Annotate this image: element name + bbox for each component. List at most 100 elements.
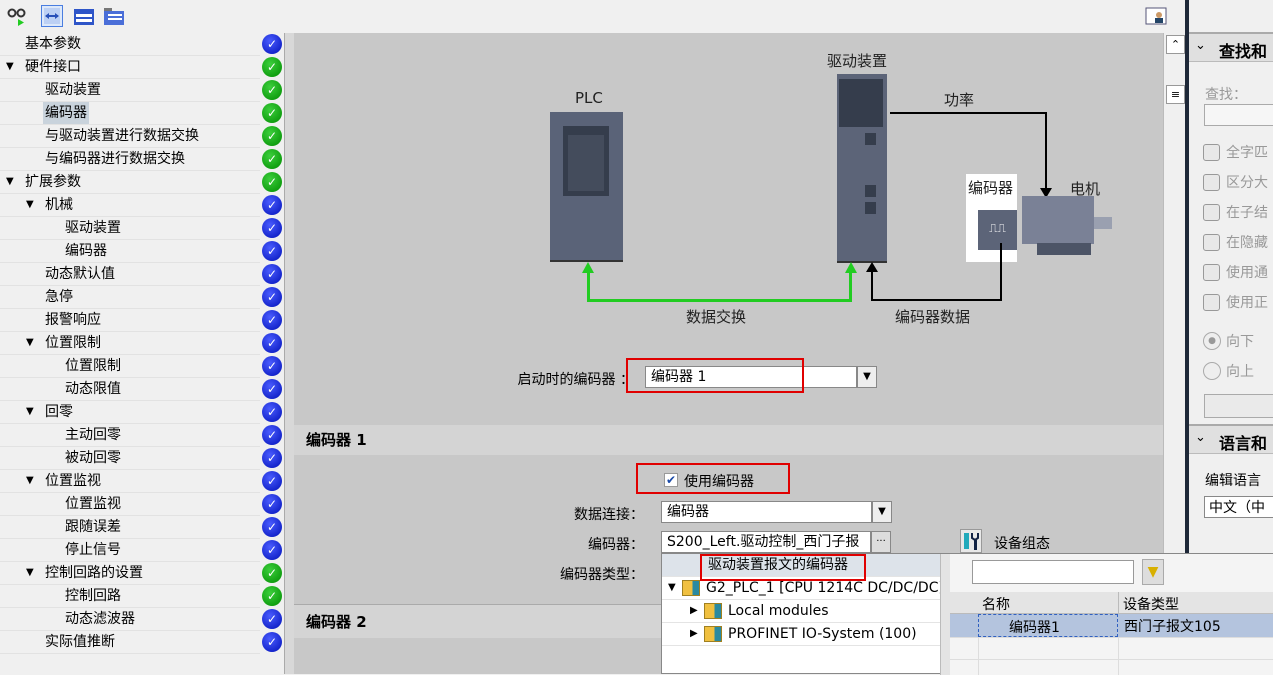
tree-item[interactable]: ▼ 回零 [0, 401, 260, 424]
option-checkbox[interactable] [1203, 234, 1220, 251]
device-config-icon[interactable] [960, 529, 982, 553]
expand-arrow-icon[interactable]: ▼ [26, 337, 34, 348]
tree-item[interactable]: 与驱动装置进行数据交换 [0, 125, 260, 148]
tree-item[interactable]: 停止信号 [0, 539, 260, 562]
option-checkbox[interactable] [1203, 294, 1220, 311]
fit-width-icon[interactable] [41, 5, 63, 27]
expand-arrow-icon[interactable]: ▼ [26, 406, 34, 417]
tree-item[interactable]: ▼ 机械 [0, 194, 260, 217]
edit-language-select[interactable]: 中文（中 [1204, 496, 1273, 518]
tree-item-label: 控制回路 [65, 588, 121, 604]
option-checkbox[interactable] [1203, 204, 1220, 221]
tree-item-label: 机械 [45, 197, 73, 213]
glasses-play-icon[interactable] [6, 5, 28, 27]
popup-tree-item[interactable]: 驱动装置报文的编码器 [662, 554, 940, 577]
data-exchange-label: 数据交换 [686, 308, 747, 326]
scroll-thumb[interactable]: ≡ [1166, 85, 1185, 104]
option-checkbox[interactable] [1203, 264, 1220, 281]
tree-item[interactable]: ▼位置限制 [0, 332, 260, 355]
direction-label: 向上 [1226, 364, 1254, 380]
option-label: 全字匹 [1226, 145, 1268, 161]
status-ok-blue-icon: ✓ [262, 425, 282, 445]
tree-item[interactable]: ▼扩展参数 [0, 171, 260, 194]
tree-item[interactable]: 急停 [0, 286, 260, 309]
direction-radio[interactable]: ● [1203, 332, 1221, 350]
status-ok-blue-icon: ✓ [262, 218, 282, 238]
tree-item[interactable]: 驱动装置 [0, 79, 260, 102]
tree-item[interactable]: 驱动装置 [0, 217, 260, 240]
expand-arrow-icon[interactable]: ▶ [690, 605, 698, 616]
find-button[interactable] [1204, 394, 1273, 418]
data-connection-select[interactable]: 编码器 [661, 501, 872, 523]
data-connection-label: 数据连接： [574, 507, 644, 523]
tree-item[interactable]: 位置限制 [0, 355, 260, 378]
table-row[interactable]: 编码器1 西门子报文105 [950, 614, 1273, 637]
tree-item[interactable]: 动态限值 [0, 378, 260, 401]
option-checkbox[interactable] [1203, 174, 1220, 191]
expand-arrow-icon[interactable]: ▼ [6, 61, 14, 72]
module-folder-icon [704, 603, 722, 619]
expand-arrow-icon[interactable]: ▼ [6, 176, 14, 187]
popup-tree-item[interactable]: ▶Local modules [662, 600, 940, 623]
scroll-up-icon[interactable]: ⌃ [1166, 35, 1185, 54]
find-input[interactable] [1204, 104, 1273, 126]
encoder-select-popup: 驱动装置报文的编码器▼G2_PLC_1 [CPU 1214C DC/DC/DC]… [661, 553, 1273, 675]
filter-icon[interactable]: ▼ [1142, 559, 1164, 585]
chevron-down-icon[interactable]: ▼ [857, 366, 877, 388]
user-screen-icon[interactable] [1145, 5, 1167, 27]
collapse-folder-icon[interactable] [103, 5, 125, 27]
use-encoder-checkbox[interactable]: ✔ [664, 473, 678, 487]
plc-device-image [550, 112, 623, 262]
popup-tree-item[interactable]: ▶PROFINET IO-System (100) [662, 623, 940, 646]
tree-item[interactable]: 与编码器进行数据交换 [0, 148, 260, 171]
tree-item[interactable]: 位置监视 [0, 493, 260, 516]
tree-item-label: 回零 [45, 404, 73, 420]
column-header-name[interactable]: 名称 [982, 597, 1010, 613]
popup-tree-item[interactable]: ▼G2_PLC_1 [CPU 1214C DC/DC/DC] [662, 577, 944, 600]
device-config-link[interactable]: 设备组态 [994, 536, 1050, 552]
tree-item[interactable]: 动态滤波器 [0, 608, 260, 631]
tree-item[interactable]: 实际值推断 [0, 631, 260, 654]
find-replace-header[interactable]: ⌄ 查找和 [1189, 32, 1273, 62]
tree-item[interactable]: 控制回路 [0, 585, 260, 608]
tree-item[interactable]: 基本参数 [0, 33, 260, 56]
encoder-field[interactable]: S200_Left.驱动控制_西门子报 [661, 531, 871, 553]
startup-encoder-select[interactable]: 编码器 1 [645, 366, 857, 388]
expand-arrow-icon[interactable]: ▶ [690, 628, 698, 639]
plc-label: PLC [575, 89, 603, 107]
status-ok-blue-icon: ✓ [262, 494, 282, 514]
option-checkbox[interactable] [1203, 144, 1220, 161]
direction-radio[interactable] [1203, 362, 1221, 380]
tree-item[interactable]: 编码器 [0, 240, 260, 263]
tree-item-label: 动态限值 [65, 381, 121, 397]
vertical-scrollbar[interactable]: ⌃ ≡ [1163, 33, 1185, 674]
edit-language-label: 编辑语言 [1205, 473, 1261, 489]
expand-arrow-icon[interactable]: ▼ [26, 567, 34, 578]
status-ok-green-icon: ✓ [262, 57, 282, 77]
tree-item[interactable]: 跟随误差 [0, 516, 260, 539]
tree-item[interactable]: 报警响应 [0, 309, 260, 332]
encoder-type-label: 编码器类型： [560, 567, 644, 583]
tree-item[interactable]: ▼位置监视 [0, 470, 260, 493]
expand-arrow-icon[interactable]: ▼ [26, 475, 34, 486]
expand-folder-icon[interactable] [73, 5, 95, 27]
tree-item[interactable]: 动态默认值 [0, 263, 260, 286]
filter-input[interactable] [972, 560, 1134, 584]
expand-arrow-icon[interactable]: ▼ [668, 582, 676, 593]
language-header[interactable]: ⌄ 语言和 [1189, 424, 1273, 454]
column-header-type[interactable]: 设备类型 [1118, 592, 1183, 614]
tree-item[interactable]: ▼硬件接口 [0, 56, 260, 79]
tree-item[interactable]: 主动回零 [0, 424, 260, 447]
tree-item-label: 动态滤波器 [65, 611, 135, 627]
expand-arrow-icon[interactable]: ▼ [26, 199, 34, 210]
chevron-down-icon[interactable]: ▼ [872, 501, 892, 523]
status-ok-green-icon: ✓ [262, 149, 282, 169]
popup-scrollbar[interactable] [940, 554, 950, 675]
tree-item-label: 位置限制 [65, 358, 121, 374]
tree-item[interactable]: 编码器 [0, 102, 260, 125]
tree-item[interactable]: ▼控制回路的设置 [0, 562, 260, 585]
tree-item[interactable]: 被动回零 [0, 447, 260, 470]
browse-button[interactable]: ... [871, 531, 891, 553]
tree-item-label: 停止信号 [65, 542, 121, 558]
tree-splitter[interactable] [284, 33, 294, 674]
